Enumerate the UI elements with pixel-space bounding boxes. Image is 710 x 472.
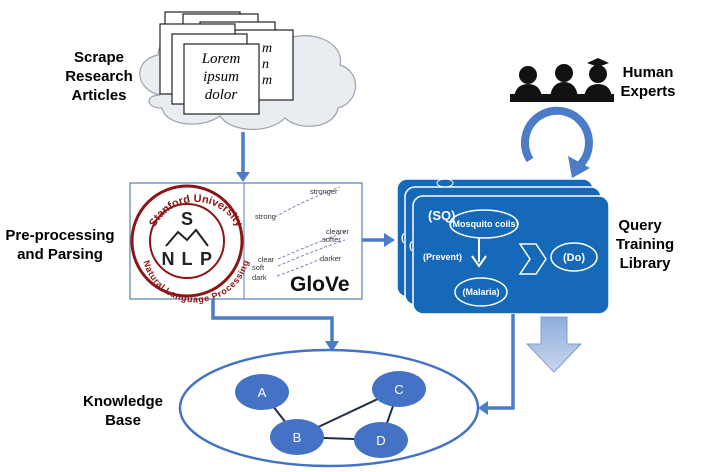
card-fragment: ( bbox=[401, 233, 405, 244]
do-label: (Do) bbox=[563, 252, 585, 264]
glove-word: strong bbox=[255, 212, 276, 221]
stanford-letter: S bbox=[181, 209, 193, 229]
kb-node-label: C bbox=[394, 382, 403, 397]
kb-node bbox=[270, 419, 324, 455]
flow-arrow-parse-to-knowledge bbox=[211, 299, 339, 352]
preprocess-label-line: and Parsing bbox=[17, 246, 103, 263]
glove-word: dark bbox=[252, 273, 267, 282]
flow-arrow-parse-to-library bbox=[362, 233, 395, 247]
kb-node-label: A bbox=[258, 385, 267, 400]
experts-label-line: Human bbox=[623, 64, 674, 81]
knowledge-base-graph: A B C D bbox=[178, 348, 480, 468]
flow-arrow-scrape-to-parse bbox=[236, 132, 250, 182]
kb-node-label: B bbox=[293, 430, 302, 445]
mosquito-label: (Mosquito coils) bbox=[450, 219, 519, 229]
chevron-right-icon bbox=[518, 243, 547, 275]
output-down-arrow bbox=[525, 316, 583, 373]
knowledge-label-line: Knowledge bbox=[83, 393, 163, 410]
scrape-label-line: Articles bbox=[71, 87, 126, 104]
knowledge-label-line: Base bbox=[105, 412, 141, 429]
sq-label: (SQ) bbox=[428, 208, 455, 223]
stanford-letter: L bbox=[182, 249, 193, 269]
card-fragment: ( bbox=[409, 241, 413, 252]
glove-word: soft bbox=[252, 263, 265, 272]
glove-title: GloVe bbox=[290, 273, 350, 296]
feedback-loop-arrow bbox=[520, 106, 593, 178]
doc-fragment: n bbox=[262, 57, 269, 72]
down-arrow-icon bbox=[471, 238, 487, 268]
doc-fragment: m bbox=[262, 41, 272, 56]
do-node bbox=[550, 242, 598, 272]
human-experts-icon bbox=[510, 58, 614, 102]
mosquito-node bbox=[449, 209, 519, 239]
glove-word: softer bbox=[322, 235, 341, 244]
document-stack-icon: m n m Lorem ipsum dolor bbox=[159, 11, 294, 115]
query-label-line: Library bbox=[620, 255, 672, 272]
kb-node-label: D bbox=[376, 433, 385, 448]
doc-text-line: dolor bbox=[205, 87, 238, 103]
preprocess-label-line: Pre-processing bbox=[5, 227, 114, 244]
malaria-node bbox=[454, 277, 508, 307]
doc-text-line: Lorem bbox=[201, 51, 241, 67]
glove-word: clear bbox=[258, 255, 275, 264]
doc-fragment: m bbox=[262, 73, 272, 88]
kb-node bbox=[235, 374, 289, 410]
query-label-line: Training bbox=[616, 236, 674, 253]
stanford-letter: P bbox=[200, 249, 212, 269]
glove-word: clearer bbox=[326, 227, 349, 236]
prevent-label: (Prevent) bbox=[423, 252, 462, 262]
glove-word: stronger bbox=[310, 187, 338, 196]
query-card-stack: ( ( bbox=[396, 178, 610, 315]
scrape-label-line: Research bbox=[65, 68, 133, 85]
stanford-letter: N bbox=[162, 249, 175, 269]
glove-vector-plot: stronger strong clearer softer clear dar… bbox=[252, 186, 350, 296]
query-card-front: (SQ) (Mosquito coils) (Prevent) (Malaria… bbox=[423, 208, 598, 307]
stanford-nlp-logo: Stanford University Natural Language Pro… bbox=[130, 184, 251, 304]
query-label-line: Query bbox=[618, 217, 662, 234]
kb-node bbox=[372, 371, 426, 407]
flow-arrow-library-to-knowledge bbox=[478, 314, 515, 415]
doc-text-line: ipsum bbox=[203, 69, 239, 85]
kb-node bbox=[354, 422, 408, 458]
malaria-label: (Malaria) bbox=[462, 287, 499, 297]
scrape-label-line: Scrape bbox=[74, 49, 124, 66]
experts-label-line: Experts bbox=[620, 83, 675, 100]
glove-word: darker bbox=[320, 254, 342, 263]
